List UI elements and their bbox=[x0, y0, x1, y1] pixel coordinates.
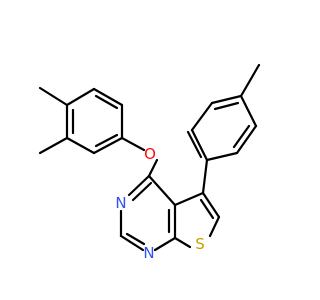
bond-pyr-1-inner bbox=[131, 181, 153, 202]
bond-thio-4 bbox=[173, 236, 192, 249]
sulfur-atom-label: S bbox=[195, 235, 205, 253]
bond-aryl-link bbox=[201, 158, 209, 195]
bond-ring-b-3 bbox=[210, 94, 243, 105]
bond-ring-b-2 bbox=[190, 101, 214, 132]
bond-thio-3 bbox=[208, 215, 221, 238]
bond-thio-2-inner bbox=[199, 198, 215, 220]
molecule-structure: O N N S bbox=[38, 63, 261, 262]
bond-ring-a-2-inner bbox=[94, 94, 119, 110]
bond-ring-b-4 bbox=[239, 94, 258, 128]
bond-ring-b-5-inner bbox=[232, 124, 251, 149]
bond-thio-1 bbox=[173, 191, 205, 207]
bond-ring-b-1-inner bbox=[186, 130, 203, 159]
bond-pyr-3-inner bbox=[125, 232, 146, 246]
bond-ether-2 bbox=[147, 158, 159, 178]
bond-ring-a-5 bbox=[65, 136, 96, 155]
bond-ring-b-5 bbox=[235, 124, 258, 155]
bond-ring-a-4 bbox=[92, 136, 124, 155]
bond-pyr-1 bbox=[127, 174, 151, 197]
bond-methyl-3 bbox=[239, 63, 261, 98]
bond-ether-1 bbox=[120, 136, 146, 152]
atom-label-layer: O N N S bbox=[115, 145, 204, 262]
bond-pyr-4 bbox=[153, 236, 177, 252]
oxygen-atom-label: O bbox=[144, 145, 156, 163]
nitrogen-atom-label-top: N bbox=[115, 194, 126, 212]
bond-ring-a-1 bbox=[65, 87, 96, 107]
bond-ring-a-2 bbox=[92, 87, 124, 107]
bond-ring-b-3-inner bbox=[213, 101, 240, 111]
bond-thio-2 bbox=[201, 191, 221, 219]
bond-ring-b-6 bbox=[205, 151, 239, 162]
bond-methyl-1 bbox=[38, 86, 69, 107]
nitrogen-atom-label-bottom: N bbox=[143, 244, 154, 262]
bond-layer bbox=[38, 63, 261, 252]
bond-pyr-6 bbox=[147, 174, 177, 207]
bond-ring-a-4-inner bbox=[94, 133, 119, 148]
bond-methyl-2 bbox=[38, 136, 69, 155]
bond-ring-b-1 bbox=[190, 128, 209, 162]
bond-pyr-3 bbox=[119, 234, 145, 252]
